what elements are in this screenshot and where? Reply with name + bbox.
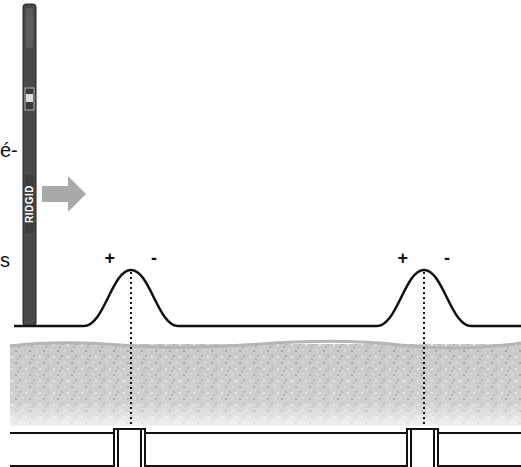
polarity-sign: - bbox=[444, 249, 450, 267]
side-text: s bbox=[0, 250, 10, 270]
locator-wand bbox=[23, 4, 36, 326]
dotted-leader bbox=[131, 272, 424, 426]
signal-curve bbox=[14, 270, 521, 326]
pipe bbox=[10, 429, 521, 467]
brand-name: RIDGID bbox=[25, 185, 35, 223]
move-arrow bbox=[42, 176, 86, 212]
polarity-sign: - bbox=[151, 249, 157, 267]
side-text: é- bbox=[0, 140, 18, 160]
polarity-sign: + bbox=[398, 249, 409, 267]
polarity-sign: + bbox=[105, 249, 116, 267]
ground bbox=[10, 344, 521, 426]
